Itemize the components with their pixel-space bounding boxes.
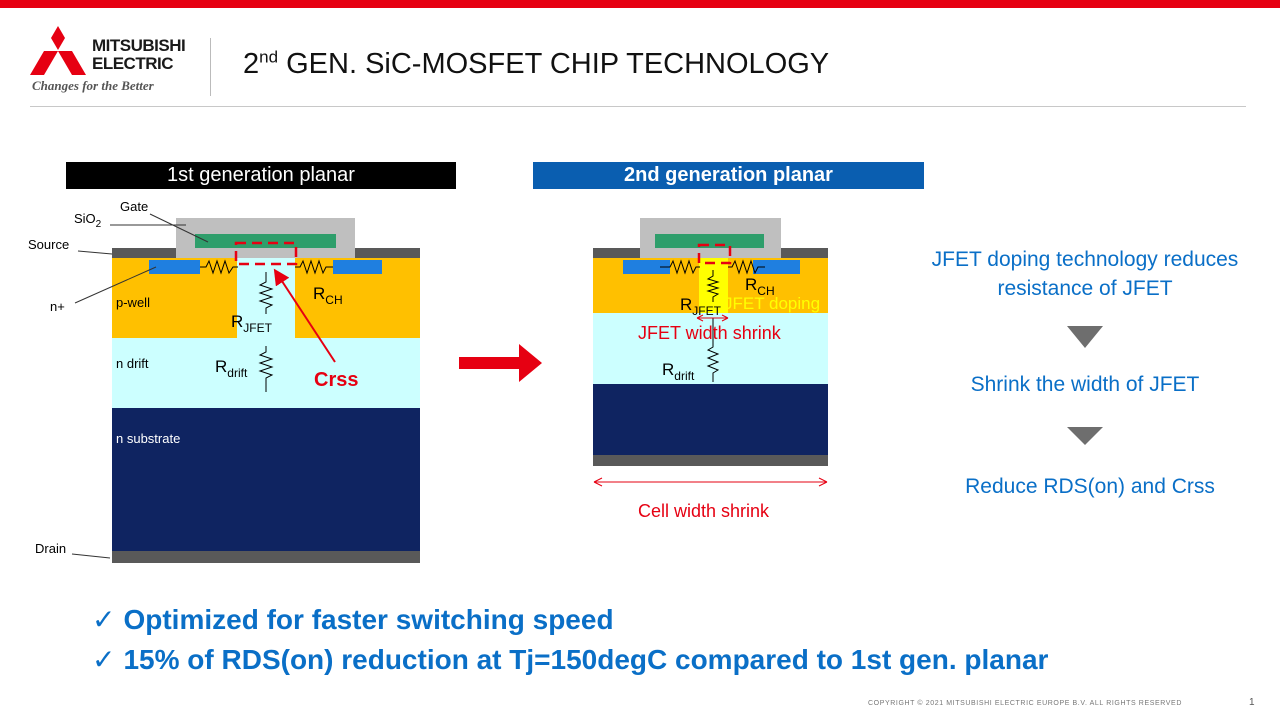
gen1-source-leader xyxy=(77,250,113,255)
checkmark-icon: ✓ xyxy=(92,604,116,635)
gen2-label-rch: RCH xyxy=(745,275,775,298)
header-divider xyxy=(210,38,211,96)
gen2-rch-left-resistor xyxy=(660,259,700,275)
gen1-source-metal-left xyxy=(112,248,176,258)
mosfet-cross-section-diagram: Gate SiO2 Source n+ p-well n drift n sub… xyxy=(28,199,828,563)
gen1-nplus-right xyxy=(333,260,382,274)
gen1-rch-left-resistor xyxy=(200,259,238,275)
gen1-crss-dashed-box xyxy=(234,241,298,266)
gen2-jfet-shrink-arrowhead-left xyxy=(696,314,704,322)
logo-slogan: Changes for the Better xyxy=(32,78,154,93)
logo-text-electric: ELECTRIC xyxy=(92,54,174,73)
gen1-rch-right-resistor xyxy=(295,259,333,275)
page-title: 2nd GEN. SiC-MOSFET CHIP TECHNOLOGY xyxy=(243,47,830,80)
gen1-label-drain: Drain xyxy=(35,541,66,556)
mitsubishi-logo-icon xyxy=(30,26,86,75)
gen2-label-rdrift: Rdrift xyxy=(662,360,695,383)
gen1-label-crss: Crss xyxy=(314,369,358,391)
gen2-rch-right-resistor xyxy=(728,259,765,275)
gen2-nplus-right xyxy=(753,260,800,274)
gen2-crss-dashed-box xyxy=(697,243,732,265)
gen1-label-sio2: SiO2 xyxy=(74,211,102,230)
logo-text-mitsubishi: MITSUBISHI xyxy=(92,36,186,55)
gen1-rjfet-resistor xyxy=(258,272,274,314)
gen1-banner: 1st generation planar xyxy=(66,162,456,189)
gen2-drain-metal xyxy=(593,455,828,466)
gen1-gate xyxy=(195,234,336,248)
gen2-source-metal-right xyxy=(781,248,828,258)
gen1-nplus-left xyxy=(149,260,200,274)
gen2-label-jfet-shrink: JFET width shrink xyxy=(638,323,782,343)
gen1-label-source: Source xyxy=(28,237,69,252)
gen1-substrate xyxy=(112,408,420,552)
gen2-substrate xyxy=(593,384,828,455)
gen2-banner: 2nd generation planar xyxy=(533,162,924,189)
gen1-label-rch: RCH xyxy=(313,284,343,307)
gen2-label-jfet-doping: JFET doping xyxy=(724,294,820,313)
header-rule xyxy=(30,106,1246,107)
page-number: 1 xyxy=(1249,697,1255,708)
gen1-nplus-leader xyxy=(74,266,157,304)
gen1-label-nplus: n+ xyxy=(50,299,65,314)
gen2-source-metal-left xyxy=(593,248,640,258)
right-step-jfet-doping: JFET doping technology reduces resistanc… xyxy=(931,248,1239,300)
gen2-cell-shrink-arrowhead-right xyxy=(818,477,828,487)
bullet-rdson-reduction: ✓15% of RDS(on) reduction at Tj=150degC … xyxy=(92,644,1049,675)
top-accent-bar xyxy=(0,0,1280,8)
gen1-drain-metal xyxy=(112,551,420,563)
gen2-jfet-doping xyxy=(699,258,728,313)
gen2-jfet-shrink-arrowhead-right xyxy=(721,314,729,322)
checkmark-icon: ✓ xyxy=(92,644,116,675)
gen2-rdrift-resistor xyxy=(706,318,720,382)
gen2-cell-shrink-arrowhead-left xyxy=(593,477,603,487)
gen2-label-cell-shrink: Cell width shrink xyxy=(638,501,770,521)
down-triangle-icon xyxy=(1067,326,1103,348)
gen1-label-pwell: p-well xyxy=(116,295,150,310)
gen2-rjfet-resistor xyxy=(706,270,720,302)
gen2-nplus-left xyxy=(623,260,670,274)
down-triangle-icon xyxy=(1067,427,1103,445)
gen2-structure xyxy=(593,218,828,487)
gen1-label-rjfet: RJFET xyxy=(231,312,273,335)
gen1-label-nsubstrate: n substrate xyxy=(116,431,180,446)
gen1-label-rdrift: Rdrift xyxy=(215,357,248,380)
gen2-gate xyxy=(655,234,764,248)
gen1-label-ndrift: n drift xyxy=(116,356,149,371)
right-step-shrink-jfet: Shrink the width of JFET xyxy=(970,373,1200,396)
gen1-structure xyxy=(71,213,420,563)
gen1-crss-arrow xyxy=(273,268,336,363)
transition-arrow-icon xyxy=(459,344,542,382)
gen1-rdrift-resistor xyxy=(258,346,274,392)
gen1-drain-leader xyxy=(71,553,111,559)
bullet-optimized-switching: ✓Optimized for faster switching speed xyxy=(92,604,614,635)
gen2-label-rjfet: RJFET xyxy=(680,295,722,318)
gen1-source-metal-right xyxy=(355,248,420,258)
gen1-label-gate: Gate xyxy=(120,199,148,214)
gen1-gate-leader xyxy=(149,213,209,243)
right-step-reduce: Reduce RDS(on) and Crss xyxy=(965,475,1215,498)
copyright-notice: COPYRIGHT © 2021 MITSUBISHI ELECTRIC EUR… xyxy=(868,700,1182,707)
